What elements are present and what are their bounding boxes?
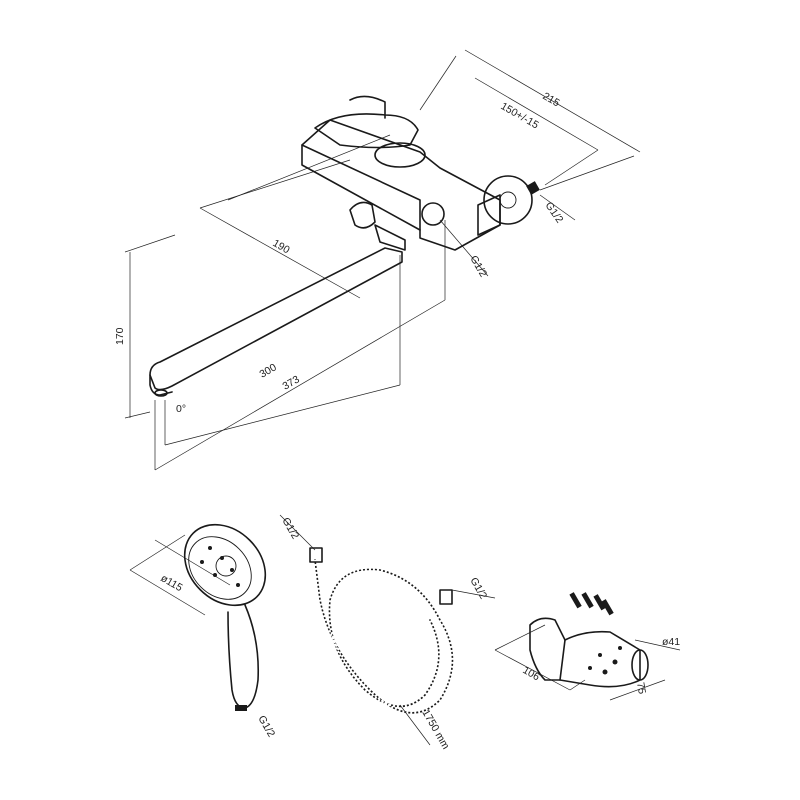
dim-holder-diameter: ø41 bbox=[662, 636, 680, 648]
dim-overall-width: 215 bbox=[541, 90, 562, 109]
dim-spout-length-outer: 373 bbox=[281, 373, 302, 392]
dim-hose-thread-top: G1/2 bbox=[279, 516, 301, 542]
dim-holder-width: 106 bbox=[521, 664, 542, 683]
dim-angle: 0° bbox=[176, 403, 186, 415]
hose-drawing bbox=[279, 514, 496, 746]
dim-holder-depth: 75 bbox=[634, 681, 648, 695]
holder-drawing bbox=[494, 592, 681, 701]
dim-hose-thread-end: G1/2 bbox=[467, 576, 489, 602]
dim-spout-length-inner: 300 bbox=[258, 361, 279, 380]
dim-inlet-thread: G1/2 bbox=[467, 254, 489, 280]
hand-shower-drawing bbox=[129, 523, 267, 711]
faucet-drawing bbox=[124, 49, 641, 471]
dim-centers: 150+/-15 bbox=[499, 100, 541, 131]
dim-outlet-thread: G1/2 bbox=[543, 200, 566, 226]
dim-height: 170 bbox=[114, 327, 126, 345]
dim-hand-shower-diameter: ø115 bbox=[159, 572, 185, 594]
dim-hose-length: 1750 mm bbox=[419, 708, 451, 752]
dim-hand-shower-thread: G1/2 bbox=[255, 714, 277, 740]
dim-spout-reach: 190 bbox=[271, 237, 292, 256]
